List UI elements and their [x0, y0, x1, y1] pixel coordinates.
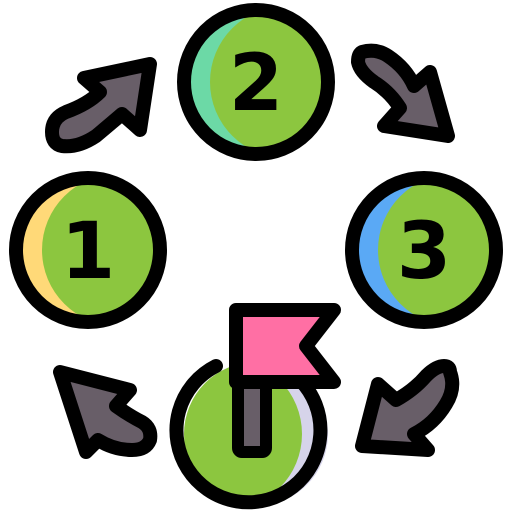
arrow-icon-1-to-2 [45, 57, 157, 154]
step-3-label: 3 [397, 207, 451, 297]
arrow-icon-goal-to-1 [53, 365, 158, 459]
arrow-icon-3-to-goal [355, 359, 460, 457]
step-1-label: 1 [61, 207, 115, 297]
step-3-badge: 3 [345, 171, 503, 329]
step-1-badge: 1 [9, 171, 167, 329]
flag-icon [229, 303, 341, 458]
step-2-badge: 2 [177, 3, 335, 161]
arrow-icon-2-to-3 [351, 43, 455, 143]
step-2-label: 2 [229, 39, 283, 129]
